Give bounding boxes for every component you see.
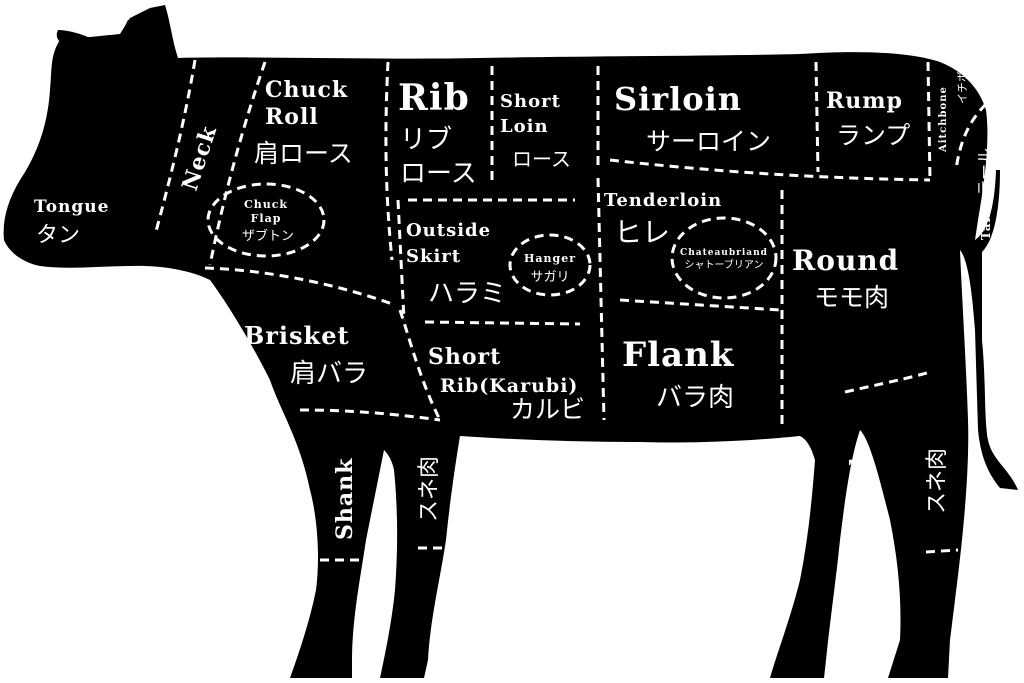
line-tail [954, 102, 988, 171]
label-rib: Rib [398, 77, 470, 119]
cut-lines [153, 59, 988, 577]
label-round: Round [792, 244, 899, 277]
hanger-oval [508, 233, 592, 297]
label-tenderloin-jp: ヒレ [614, 216, 670, 249]
label-hanger: Hanger [524, 252, 576, 265]
line-shortrib-left [398, 309, 442, 421]
label-chuck-roll-2: Roll [265, 104, 319, 130]
chuck-flap-oval [206, 182, 326, 258]
label-rump-jp: ランプ [836, 121, 910, 150]
line-neck-left [153, 59, 197, 236]
label-hanger-jp: サガリ [530, 270, 569, 285]
line-rump-aitchbone [926, 61, 932, 181]
label-shank-front-jp: スネ肉 [417, 456, 442, 522]
label-short-loin-1: Short [500, 91, 561, 112]
label-chuck-roll-1: Chuck [265, 77, 348, 103]
label-round-jp: モモ肉 [814, 283, 889, 312]
label-short-rib-2: Rib(Karubi) [440, 375, 578, 397]
label-tail-jp: テール [975, 148, 994, 196]
line-chuck-rib [384, 61, 394, 261]
label-brisket-jp: 肩バラ [290, 359, 368, 389]
cow-ear [56, 30, 100, 48]
label-tongue-jp: タン [36, 223, 80, 248]
label-short-loin-2: Loin [500, 116, 549, 137]
label-flank-jp: バラ肉 [656, 383, 734, 413]
line-sirloin-rump [814, 61, 820, 173]
label-aitchbone: Aitchbone [938, 86, 949, 153]
label-outside-skirt-2: Skirt [406, 246, 461, 267]
label-sirloin-jp: サーロイン [646, 127, 771, 156]
label-chateaubriand-jp: シャトーブリアン [685, 258, 764, 271]
label-outside-skirt-jp: ハラミ [428, 279, 506, 309]
line-round-bottom [844, 370, 931, 394]
label-shank-rear-jp: スネ肉 [925, 448, 950, 514]
cut-labels: Tongue タン Neck Chuck Roll 肩ロース Chuck Fla… [34, 71, 994, 540]
line-neck-right [208, 61, 267, 266]
line-shank-rear-bottom2 [925, 548, 959, 554]
label-shank-rear: Shank [846, 450, 872, 532]
label-flank: Flank [622, 335, 735, 375]
label-rib-jp-1: リブ [400, 125, 452, 155]
label-brisket: Brisket [244, 321, 350, 350]
line-tenderloin-left [596, 177, 606, 421]
line-sirloin-bottom [609, 158, 931, 182]
label-tongue: Tongue [34, 197, 109, 217]
line-skirt-left [396, 199, 406, 321]
line-brisket-top [204, 266, 396, 307]
label-chuck-flap-1: Chuck [244, 198, 288, 211]
label-short-loin-jp: ロース [512, 147, 571, 171]
label-chuck-flap-jp: ザブトン [242, 228, 294, 244]
label-outside-skirt-1: Outside [406, 220, 491, 241]
chateaubriand-oval [670, 216, 778, 300]
label-tail: Tail [979, 211, 993, 240]
line-shank-front [299, 408, 441, 422]
label-sirloin: Sirloin [614, 80, 742, 118]
label-chuck-flap-2: Flap [251, 212, 282, 225]
label-rib-jp-2: ロース [400, 159, 477, 189]
label-short-rib-1: Short [428, 344, 501, 370]
label-rump: Rump [826, 88, 903, 114]
label-chuck-roll-jp: 肩ロース [254, 139, 353, 168]
label-aitchbone-jp: イチボ [956, 71, 969, 104]
cow-horn [120, 18, 140, 40]
label-short-rib-jp: カルビ [510, 395, 585, 424]
line-skirt-bottom [424, 320, 581, 326]
line-flank-top [619, 298, 781, 312]
label-tenderloin: Tenderloin [604, 190, 722, 211]
label-chateaubriand: Chateaubriand [680, 248, 768, 258]
label-shank-front: Shank [332, 458, 358, 540]
